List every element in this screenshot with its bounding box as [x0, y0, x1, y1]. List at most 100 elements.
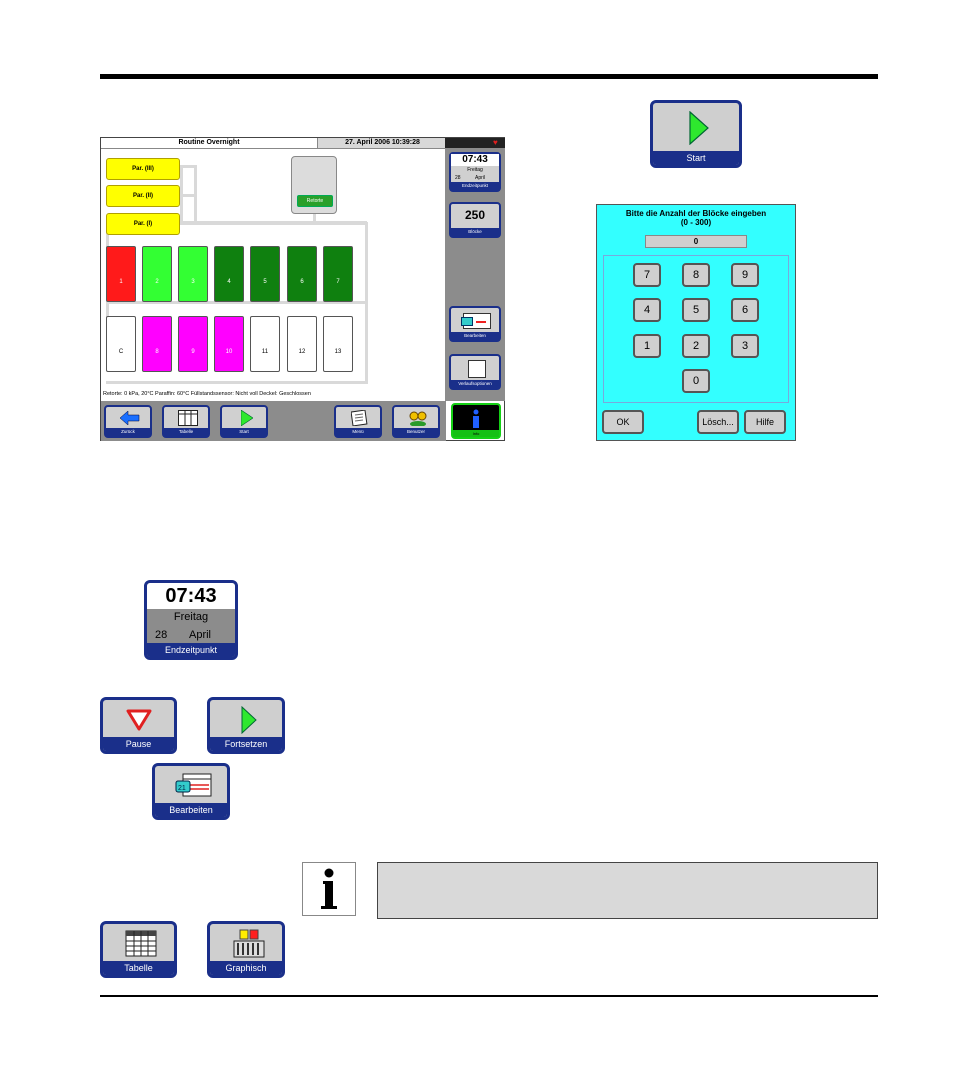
- info-icon: [321, 868, 337, 909]
- station-10[interactable]: 10: [214, 316, 244, 372]
- station-label: C: [118, 349, 124, 355]
- end-time-button[interactable]: 07:43 Freitag 28 April Endzeitpunkt: [449, 152, 501, 192]
- end-time-value: 07:43: [147, 583, 235, 609]
- station-label: 3: [191, 279, 195, 285]
- key-7[interactable]: 7: [633, 263, 661, 287]
- svg-text:21: 21: [178, 785, 186, 792]
- station-label: 10: [225, 349, 233, 355]
- blocks-button[interactable]: 250 Blöcke: [449, 202, 501, 238]
- paraffin-bath-3[interactable]: Par. (III): [106, 158, 180, 180]
- blocks-caption: Blöcke: [451, 228, 499, 236]
- heart-icon: ♥: [493, 138, 498, 147]
- end-time-caption: Endzeitpunkt: [147, 643, 235, 657]
- end-date-num: 28: [455, 175, 461, 181]
- pause-button[interactable]: Pause: [100, 697, 177, 754]
- run-options-caption: Verlaufsoptionen: [451, 380, 499, 388]
- screen-title-bar: Routine Overnight 27. April 2006 10:39:2…: [101, 138, 447, 149]
- start-button-small[interactable]: Start: [220, 405, 268, 438]
- keypad-title-line2: (0 - 300): [680, 218, 712, 227]
- station-2[interactable]: 2: [142, 246, 172, 302]
- key-2[interactable]: 2: [682, 334, 710, 358]
- pause-triangle-icon: [126, 709, 152, 731]
- end-date-num: 28: [155, 629, 168, 641]
- start-caption: Start: [222, 428, 266, 436]
- edit-button-small[interactable]: Bearbeiten: [449, 306, 501, 342]
- graphic-caption: Graphisch: [210, 961, 282, 975]
- user-caption: Benutzer: [394, 428, 438, 436]
- station-label: 1: [119, 279, 123, 285]
- station-c[interactable]: C: [106, 316, 136, 372]
- station-12[interactable]: 12: [287, 316, 317, 372]
- pause-caption: Pause: [103, 737, 174, 751]
- back-button[interactable]: Zurück: [104, 405, 152, 438]
- station-5[interactable]: 5: [250, 246, 280, 302]
- station-4[interactable]: 4: [214, 246, 244, 302]
- paraffin-bath-2[interactable]: Par. (II): [106, 185, 180, 207]
- block-count-keypad-dialog: Bitte die Anzahl der Blöcke eingeben (0 …: [596, 204, 796, 441]
- station-8[interactable]: 8: [142, 316, 172, 372]
- run-options-button[interactable]: Verlaufsoptionen: [449, 354, 501, 390]
- user-button[interactable]: Benutzer: [392, 405, 440, 438]
- help-button[interactable]: Hilfe: [744, 410, 786, 434]
- top-rule: [100, 74, 878, 79]
- paraffin-bath-1[interactable]: Par. (I): [106, 213, 180, 235]
- graphic-view-icon: [233, 929, 265, 958]
- pipe: [106, 301, 368, 304]
- bottom-toolbar: Zurück Tabelle Start Menü Benutzer: [101, 401, 446, 441]
- info-button[interactable]: Info: [451, 403, 501, 439]
- key-6[interactable]: 6: [731, 298, 759, 322]
- station-label: 2: [155, 279, 159, 285]
- end-time-button-large[interactable]: 07:43 Freitag 28 April Endzeitpunkt: [144, 580, 238, 660]
- key-1[interactable]: 1: [633, 334, 661, 358]
- datetime-display: 27. April 2006 10:39:28: [317, 138, 447, 149]
- blocks-value: 250: [464, 208, 486, 222]
- station-6[interactable]: 6: [287, 246, 317, 302]
- run-options-icon: [468, 360, 486, 378]
- ok-button[interactable]: OK: [602, 410, 644, 434]
- start-caption: Start: [653, 151, 739, 165]
- station-label: 9: [191, 349, 195, 355]
- keypad-title: Bitte die Anzahl der Blöcke eingeben (0 …: [597, 209, 795, 227]
- station-7[interactable]: 7: [323, 246, 353, 302]
- station-label: 7: [336, 279, 340, 285]
- station-11[interactable]: 11: [250, 316, 280, 372]
- table-button[interactable]: Tabelle: [100, 921, 177, 978]
- station-label: 12: [298, 349, 306, 355]
- station-label: 6: [300, 279, 304, 285]
- table-button-small[interactable]: Tabelle: [162, 405, 210, 438]
- key-9[interactable]: 9: [731, 263, 759, 287]
- end-time-caption: Endzeitpunkt: [451, 182, 499, 190]
- station-label: 13: [334, 349, 342, 355]
- key-4[interactable]: 4: [633, 298, 661, 322]
- end-month: April: [189, 629, 212, 641]
- pipe: [106, 222, 368, 225]
- end-time-value: 07:43: [451, 154, 499, 166]
- station-label: 4: [227, 279, 231, 285]
- key-3[interactable]: 3: [731, 334, 759, 358]
- station-13[interactable]: 13: [323, 316, 353, 372]
- menu-button[interactable]: Menü: [334, 405, 382, 438]
- keypad-title-line1: Bitte die Anzahl der Blöcke eingeben: [625, 209, 767, 218]
- clear-button[interactable]: Lösch...: [697, 410, 739, 434]
- edit-program-icon: 21: [175, 773, 212, 797]
- info-icon: [473, 409, 479, 428]
- pipe: [180, 165, 183, 221]
- end-month: April: [475, 175, 486, 181]
- key-5[interactable]: 5: [682, 298, 710, 322]
- station-1[interactable]: 1: [106, 246, 136, 302]
- station-3[interactable]: 3: [178, 246, 208, 302]
- station-9[interactable]: 9: [178, 316, 208, 372]
- retort[interactable]: Retorte: [291, 156, 337, 214]
- graphic-button[interactable]: Graphisch: [207, 921, 285, 978]
- edit-button[interactable]: 21 Bearbeiten: [152, 763, 230, 820]
- continue-caption: Fortsetzen: [210, 737, 282, 751]
- pipe: [194, 165, 197, 224]
- key-8[interactable]: 8: [682, 263, 710, 287]
- keypad-frame: [603, 255, 789, 403]
- station-label: 5: [263, 279, 267, 285]
- continue-button[interactable]: Fortsetzen: [207, 697, 285, 754]
- play-icon: [241, 706, 257, 734]
- start-button[interactable]: Start: [650, 100, 742, 168]
- key-0[interactable]: 0: [682, 369, 710, 393]
- retort-label: Retorte: [297, 195, 333, 207]
